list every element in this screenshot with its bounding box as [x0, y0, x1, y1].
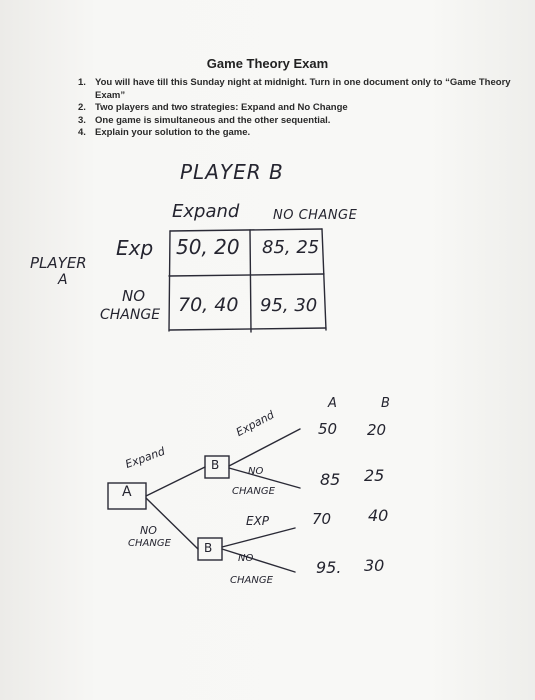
tree-header-a: A [328, 396, 337, 411]
cell-no-nochange: 95, 30 [260, 295, 318, 316]
branch-b1-no-label-line2: CHANGE [232, 486, 275, 497]
player-a-label-line1: PLAYER [30, 254, 87, 272]
payoff-b-2: 25 [364, 466, 385, 485]
tree-branch-b1-nochange [228, 467, 301, 489]
col-no-change-label: NO CHANGE [273, 208, 358, 223]
instruction-number: 3. [78, 114, 86, 126]
tree-branch-b2-exp [221, 527, 296, 548]
instruction-number: 2. [78, 102, 86, 113]
branch-b2-no-label-line2: CHANGE [230, 575, 273, 586]
instruction-text: One game is simultaneous and the other s… [95, 114, 331, 126]
matrix-top-border [169, 228, 323, 232]
cell-no-expand: 70, 40 [178, 294, 239, 316]
branch-a-no-label-line1: NO [140, 524, 157, 537]
payoff-a-4: 95. [316, 558, 342, 577]
payoff-b-4: 30 [364, 556, 385, 575]
instruction-item: 3. One game is simultaneous and the othe… [78, 115, 518, 128]
branch-b2-no-label-line1: NO [238, 553, 254, 564]
instruction-item: 1. You will have till this Sunday night … [78, 77, 518, 102]
tree-node-a-label: A [122, 484, 132, 500]
matrix-left-border [168, 230, 171, 332]
matrix-middle-border [168, 273, 325, 277]
col-expand-label: Expand [172, 201, 240, 222]
branch-b1-no-label-line1: NO [248, 466, 264, 477]
instruction-number: 4. [78, 127, 86, 138]
instruction-text: Explain your solution to the game. [95, 127, 251, 138]
row-no-label-line1: NO [122, 287, 146, 305]
tree-branch-b2-nochange [221, 548, 296, 573]
payoff-b-3: 40 [368, 506, 389, 525]
instruction-number: 1. [78, 77, 86, 88]
tree-branch-a-expand [145, 466, 206, 497]
page-title: Game Theory Exam [206, 56, 329, 71]
cell-exp-expand: 50, 20 [176, 235, 240, 259]
tree-node-b-lower-label: B [204, 541, 213, 555]
branch-a-no-label-line2: CHANGE [128, 538, 171, 549]
tree-header-b: B [381, 396, 390, 411]
branch-b2-exp-label: EXP [246, 514, 270, 528]
row-no-label-line2: CHANGE [100, 307, 161, 323]
instructions-list: 1. You will have till this Sunday night … [78, 77, 518, 140]
instruction-text: You will have till this Sunday night at … [95, 77, 511, 101]
player-b-label: PLAYER B [180, 160, 284, 184]
payoff-b-1: 20 [367, 421, 387, 439]
matrix-center-divider [249, 229, 252, 333]
player-a-label-line2: A [58, 272, 68, 288]
cell-exp-nochange: 85, 25 [262, 237, 320, 258]
matrix-right-border [321, 228, 327, 331]
payoff-a-2: 85 [320, 470, 341, 489]
payoff-a-3: 70 [312, 510, 332, 528]
instruction-text: Two players and two strategies: Expand a… [95, 102, 348, 113]
row-exp-label: Exp [116, 236, 154, 260]
instruction-item: 2. Two players and two strategies: Expan… [78, 102, 518, 115]
instruction-item: 4. Explain your solution to the game. [78, 127, 518, 140]
tree-node-b-upper-label: B [211, 458, 220, 472]
payoff-a-1: 50 [318, 420, 338, 438]
matrix-bottom-border [169, 327, 327, 331]
tree-branch-a-nochange [145, 497, 199, 550]
tree-branch-b1-expand [228, 428, 301, 467]
